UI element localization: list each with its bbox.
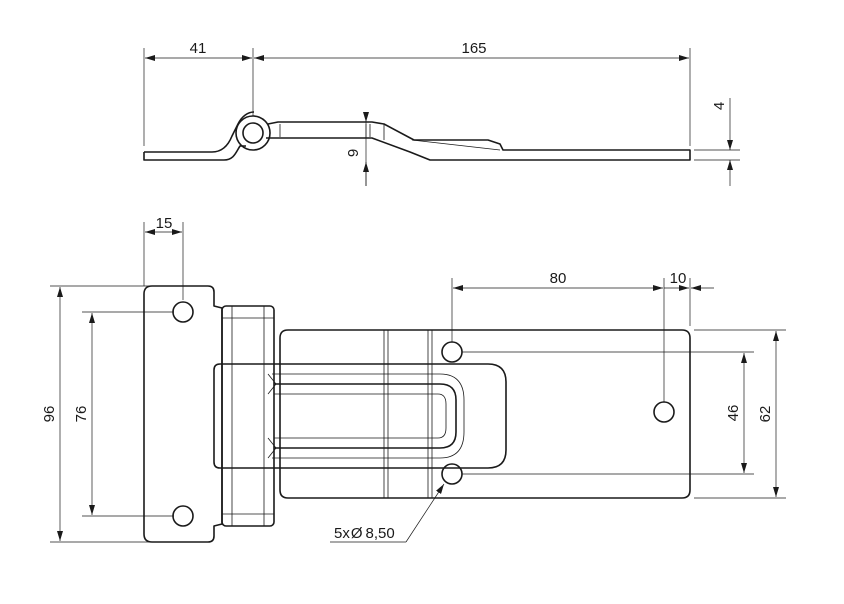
side-hinge-pin [242, 122, 264, 144]
dim-total-length: 165 [461, 40, 486, 57]
dim-height: 9 [345, 149, 362, 157]
dim-hole-edge: 15 [156, 215, 173, 232]
side-hinge-leaf [143, 111, 255, 161]
callout-count: 5x [334, 525, 350, 542]
hinge-hole-top [172, 301, 194, 323]
side-hinge-curl [235, 115, 271, 151]
dim-thickness: 4 [711, 102, 728, 110]
dim-plate-hole-pitch: 80 [550, 270, 567, 287]
strike-hole-top [441, 341, 463, 363]
hinge-knuckle [221, 305, 275, 527]
dim-top-offset: 41 [190, 40, 207, 57]
side-latch-plate [266, 121, 691, 161]
dim-hinge-height: 96 [41, 406, 58, 423]
strike-plate [279, 329, 691, 499]
diameter-symbol: Ø [351, 525, 363, 542]
dim-plate-hole-spacing: 46 [725, 405, 742, 422]
latch-arm [213, 363, 507, 469]
dim-hinge-hole-pitch: 76 [73, 406, 90, 423]
dim-plate-height: 62 [757, 406, 774, 423]
strike-hole-bottom [441, 463, 463, 485]
latch-slot [274, 383, 457, 449]
dim-plate-edge: 10 [670, 270, 687, 287]
strike-hole-right [653, 401, 675, 423]
hinge-hole-bottom [172, 505, 194, 527]
callout-diameter: 8,50 [366, 525, 395, 542]
hinge-plate [143, 285, 223, 543]
side-view: 41 165 4 9 [143, 40, 740, 186]
